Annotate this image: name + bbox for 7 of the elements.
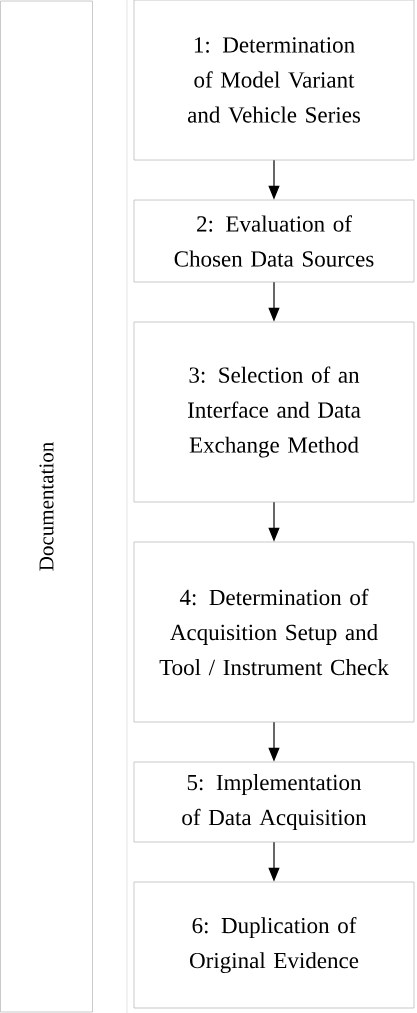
process-box: 5: Implementation of Data Acquisition (133, 761, 415, 843)
process-box: 2: Evaluation of Chosen Data Sources (133, 199, 415, 283)
process-box: 3: Selection of an Interface and Data Exchange Method (133, 321, 415, 503)
process-box: 4: Determination of Acquisition Setup and Tool / Instrument Check (133, 541, 415, 723)
process-box: 1: Determination of Model Variant and Vehicle Series (133, 0, 415, 161)
band: Documentation (0, 0, 93, 1013)
process-box: 6: Duplication of Original Evidence (133, 881, 415, 1009)
